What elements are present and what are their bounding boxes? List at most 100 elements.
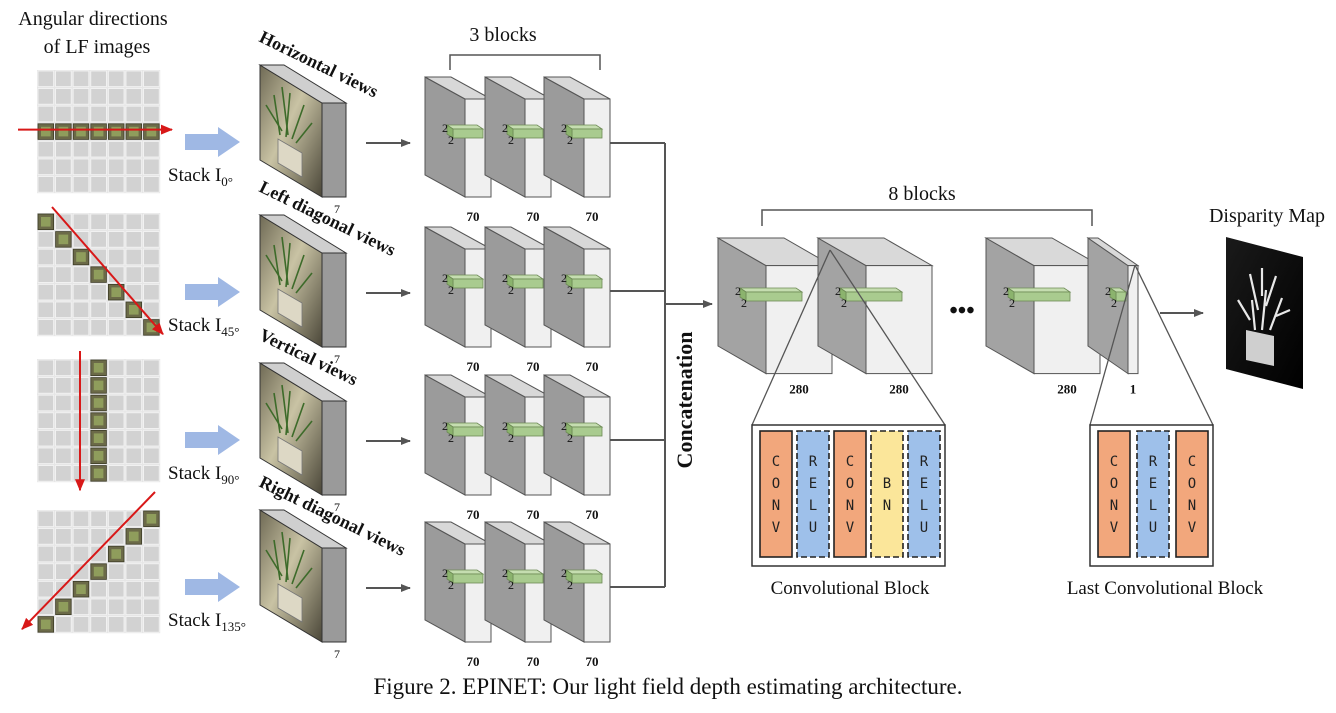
layer-letter: V [772, 520, 781, 536]
layer-letter: V [846, 520, 855, 536]
angular-view-grids [18, 70, 173, 634]
stack-label: Stack I45° [168, 315, 240, 339]
angular-grid [37, 70, 161, 194]
layer-letter: N [1110, 498, 1118, 514]
layer-letter: O [1110, 476, 1118, 492]
layer-letter: R [1149, 454, 1158, 470]
layer-letter: L [1149, 498, 1157, 514]
block-width-label: 70 [467, 654, 480, 669]
layer-letter: C [1110, 454, 1118, 470]
block-width-label: 70 [586, 654, 599, 669]
merged-group-label: 8 blocks [888, 183, 955, 205]
block-width-label: 70 [467, 209, 480, 224]
output-label: Disparity Map [1209, 205, 1325, 227]
block-width-label: 1 [1130, 382, 1137, 397]
kernel-height: 2 [502, 566, 508, 580]
layer-letter: N [883, 498, 891, 514]
block-width-label: 280 [889, 382, 909, 397]
input-title-line2: of LF images [44, 36, 151, 58]
stack-label: Stack I90° [168, 463, 240, 487]
input-title-line1: Angular directions [18, 8, 168, 30]
layer-letter: V [1188, 520, 1197, 536]
layer-letter: C [846, 454, 854, 470]
layer-letter: C [772, 454, 780, 470]
angular-direction-arrow [51, 206, 164, 335]
kernel-width: 2 [567, 283, 573, 297]
kernel-width: 2 [508, 431, 514, 445]
angular-grid [37, 359, 161, 483]
kernel-height: 2 [442, 419, 448, 433]
conv-feature-block: 22 70 [543, 521, 611, 669]
last-feature-block: 221 [1086, 237, 1140, 397]
stream-group-bracket [449, 54, 601, 70]
kernel-height: 2 [442, 566, 448, 580]
kernel-width: 2 [508, 578, 514, 592]
block-width-label: 70 [467, 507, 480, 522]
stack-arrow [185, 277, 240, 307]
kernel-width: 2 [567, 578, 573, 592]
stack-angle: 135° [221, 619, 246, 634]
kernel-height: 2 [1105, 284, 1111, 298]
stack-depth: 7 [334, 500, 340, 514]
kernel-height: 2 [442, 121, 448, 135]
block-width-label: 70 [467, 359, 480, 374]
kernel-height: 2 [561, 121, 567, 135]
kernel-width: 2 [508, 133, 514, 147]
stack-arrow [185, 127, 240, 157]
figure-caption: Figure 2. EPINET: Our light field depth … [373, 674, 963, 699]
layer-letter: O [1188, 476, 1196, 492]
angular-grid [37, 213, 161, 337]
kernel-height: 2 [561, 419, 567, 433]
angular-direction-arrow [21, 491, 156, 630]
last-block-title: Last Convolutional Block [1067, 578, 1264, 599]
stack-angle: 45° [221, 324, 239, 339]
angular-grid [37, 510, 161, 634]
layer-letter: N [772, 498, 780, 514]
kernel-width: 2 [567, 133, 573, 147]
disparity-map-image [1226, 237, 1303, 389]
layer-letter: R [920, 454, 929, 470]
stack-angle: 90° [221, 472, 239, 487]
conv-feature-block: 22 70 [424, 76, 492, 224]
kernel-width: 2 [448, 283, 454, 297]
block-width-label: 70 [527, 359, 540, 374]
kernel-width: 2 [448, 133, 454, 147]
kernel-height: 2 [735, 284, 741, 298]
layer-letter: U [809, 520, 817, 536]
kernel-height: 2 [502, 419, 508, 433]
block-width-label: 280 [789, 382, 809, 397]
layer-letter: E [809, 476, 817, 492]
layer-bn: BN [870, 430, 904, 558]
layer-letter: C [1188, 454, 1196, 470]
layer-letter: R [809, 454, 818, 470]
merged-group-bracket [761, 209, 1093, 226]
merged-ellipsis: ••• [949, 298, 974, 324]
layer-letter: U [920, 520, 928, 536]
kernel-height: 2 [561, 566, 567, 580]
kernel-width: 2 [448, 578, 454, 592]
block-width-label: 280 [1057, 382, 1077, 397]
layer-letter: N [1188, 498, 1196, 514]
kernel-height: 2 [502, 121, 508, 135]
conv-feature-block: 22 70 [424, 521, 492, 669]
layer-letter: E [1149, 476, 1157, 492]
stack-depth: 7 [334, 202, 340, 216]
